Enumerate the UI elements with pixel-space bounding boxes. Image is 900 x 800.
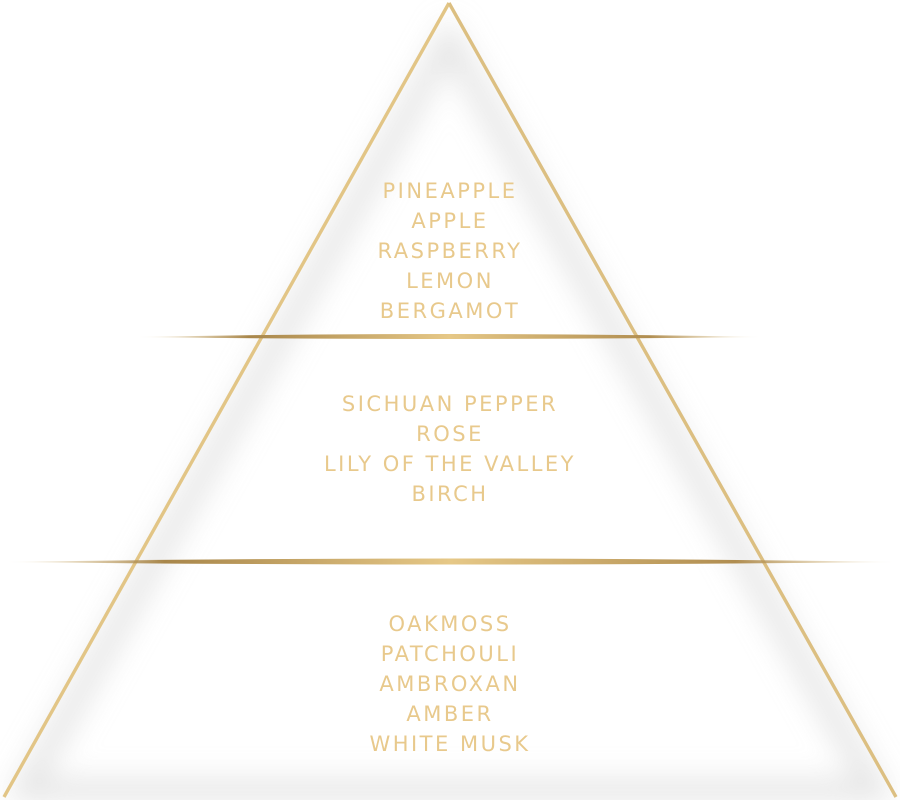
pyramid-right-edge [447, 2, 898, 798]
note-lily-of-the-valley: LILY OF THE VALLEY [323, 452, 577, 476]
note-apple: APPLE [411, 209, 489, 233]
note-ambroxan: AMBROXAN [379, 672, 521, 696]
note-birch: BIRCH [411, 482, 489, 506]
divider-bottom [4, 558, 896, 565]
note-amber: AMBER [406, 702, 494, 726]
note-raspberry: RASPBERRY [377, 239, 523, 263]
note-pineapple: PINEAPPLE [382, 179, 518, 203]
note-oakmoss: OAKMOSS [388, 612, 512, 636]
divider-top [136, 334, 762, 339]
heart-notes-tier: SICHUAN PEPPER ROSE LILY OF THE VALLEY B… [0, 389, 900, 509]
note-white-musk: WHITE MUSK [369, 732, 531, 756]
note-sichuan-pepper: SICHUAN PEPPER [341, 392, 559, 416]
pyramid-shadow [6, 17, 894, 800]
note-bergamot: BERGAMOT [379, 299, 521, 323]
base-notes-tier: OAKMOSS PATCHOULI AMBROXAN AMBER WHITE M… [0, 609, 900, 759]
note-patchouli: PATCHOULI [380, 642, 520, 666]
note-lemon: LEMON [406, 269, 494, 293]
pyramid-left-edge [2, 2, 451, 798]
top-notes-tier: PINEAPPLE APPLE RASPBERRY LEMON BERGAMOT [0, 176, 900, 326]
note-rose: ROSE [416, 422, 484, 446]
